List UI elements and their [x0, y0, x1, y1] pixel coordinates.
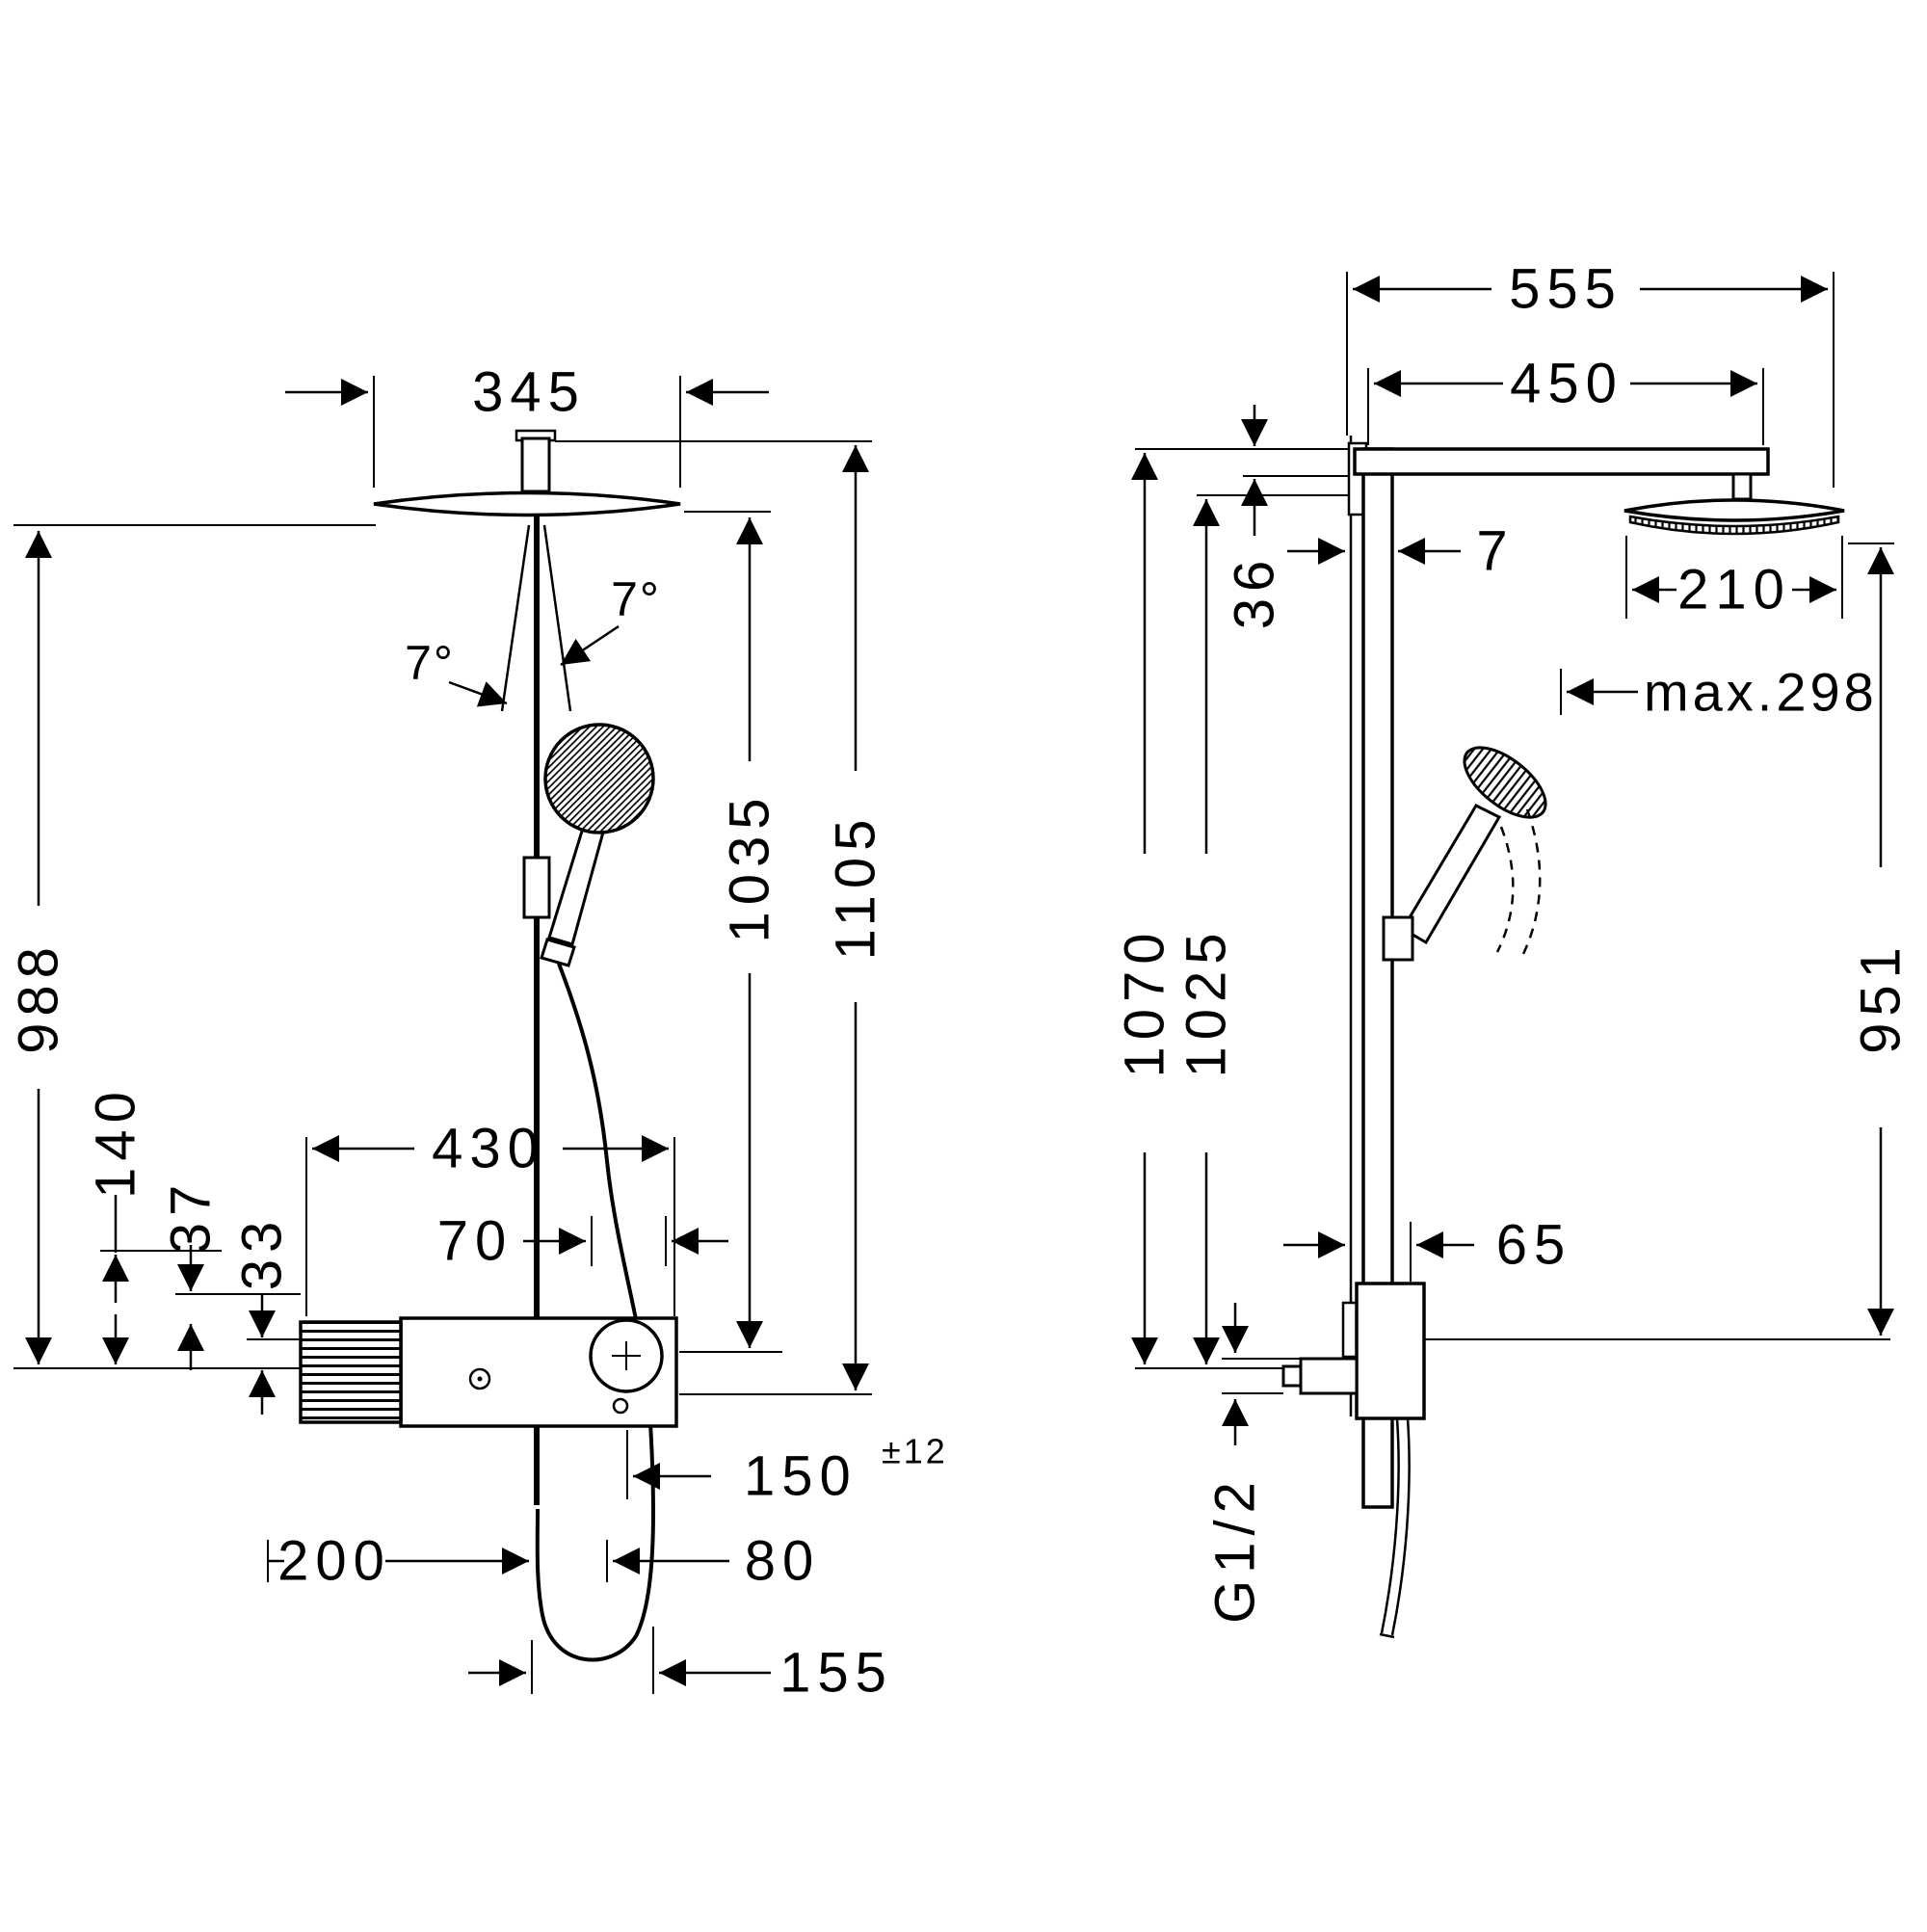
- dim-height-1070-label: 1070: [1114, 926, 1176, 1077]
- dim-offset-80: 80: [606, 1530, 821, 1593]
- dim-head-diameter-210-label: 210: [1677, 559, 1791, 622]
- dim-height-1105: 1105: [555, 440, 887, 1395]
- dim-arm-450: 450: [1367, 353, 1764, 445]
- dim-offset-80-label: 80: [745, 1530, 821, 1593]
- dim-arm-thickness-36-label: 36: [1224, 554, 1286, 630]
- dim-offset-140-label: 140: [85, 1085, 147, 1199]
- dim-offset-37: 37: [160, 1178, 301, 1370]
- dim-head-diameter-210: 210: [1625, 536, 1843, 622]
- dim-height-951-label: 951: [1850, 940, 1913, 1054]
- dim-outlet-150-label: 150: [744, 1445, 858, 1508]
- dim-height-1025-label: 1025: [1175, 926, 1238, 1077]
- overhead-shower-side: [1623, 498, 1845, 536]
- dim-connection-thread: G1/2: [1204, 1303, 1301, 1624]
- dim-mounting-height-label: 988: [8, 940, 70, 1054]
- dim-height-1025: 1025: [1175, 499, 1238, 1364]
- dim-offset-200: 200: [267, 1530, 529, 1593]
- temperature-knob: [299, 1320, 403, 1424]
- dim-arm-thickness-36: 36: [1224, 405, 1286, 629]
- dim-height-1035-label: 1035: [719, 791, 781, 942]
- dim-depth-555-label: 555: [1509, 258, 1623, 321]
- dim-max-reach-label: max.298: [1644, 662, 1878, 723]
- dim-offset-33: 33: [231, 1215, 301, 1415]
- tilt-angle-right-label: 7°: [611, 572, 661, 626]
- front-view: 7° 7° 345 988 1: [8, 361, 948, 1705]
- dim-offset-37-label: 37: [160, 1178, 223, 1255]
- dim-wall-offset-7: 7: [1287, 520, 1514, 583]
- dim-height-1070: 1070: [1114, 453, 1176, 1364]
- dim-max-reach: max.298: [1560, 662, 1878, 723]
- dim-depth-555: 555: [1346, 258, 1835, 488]
- dim-valve-depth-65: 65: [1283, 1214, 1572, 1282]
- dim-hose-loop-label: 155: [779, 1642, 893, 1705]
- dim-control-offset: 70: [437, 1210, 728, 1273]
- dim-offset-33-label: 33: [231, 1215, 294, 1291]
- dim-valve-width: 430: [305, 1118, 675, 1316]
- dim-head-width: 345: [285, 361, 769, 488]
- dim-outlet-tolerance-label: ±12: [882, 1432, 948, 1471]
- dim-height-951: 951: [1850, 547, 1913, 1336]
- thermostat-valve-front: [299, 1316, 678, 1428]
- dim-valve-depth-65-label: 65: [1496, 1214, 1572, 1277]
- dim-connection-thread-label: G1/2: [1204, 1475, 1267, 1624]
- dim-head-width-label: 345: [472, 361, 586, 424]
- dim-height-1105-label: 1105: [825, 813, 887, 961]
- dim-arm-450-label: 450: [1510, 353, 1623, 415]
- reference-lines-front: [13, 524, 376, 1369]
- dim-outlet-150: 150 ±12: [626, 1430, 948, 1508]
- tilt-annotation: 7° 7°: [405, 524, 661, 712]
- dim-mounting-height: 988: [8, 531, 70, 1364]
- hand-shower-side: [1382, 746, 1547, 962]
- dim-offset-200-label: 200: [277, 1530, 391, 1593]
- tilt-angle-left-label: 7°: [405, 636, 455, 690]
- hand-shower-head-front: [543, 723, 655, 834]
- side-view: 555 450 7 36 210 max.298 1070: [1114, 258, 1913, 1639]
- thermostat-valve-side: [1281, 1282, 1426, 1639]
- shower-hose-front: [535, 963, 656, 1662]
- dim-wall-offset-7-label: 7: [1476, 520, 1514, 583]
- dim-control-offset-label: 70: [437, 1210, 514, 1273]
- dim-hose-loop: 155: [468, 1627, 893, 1705]
- dim-valve-width-label: 430: [432, 1118, 545, 1180]
- dim-height-1035: 1035: [679, 511, 782, 1353]
- overhead-shower-front: [373, 429, 681, 517]
- dim-offset-140: 140: [85, 1085, 222, 1364]
